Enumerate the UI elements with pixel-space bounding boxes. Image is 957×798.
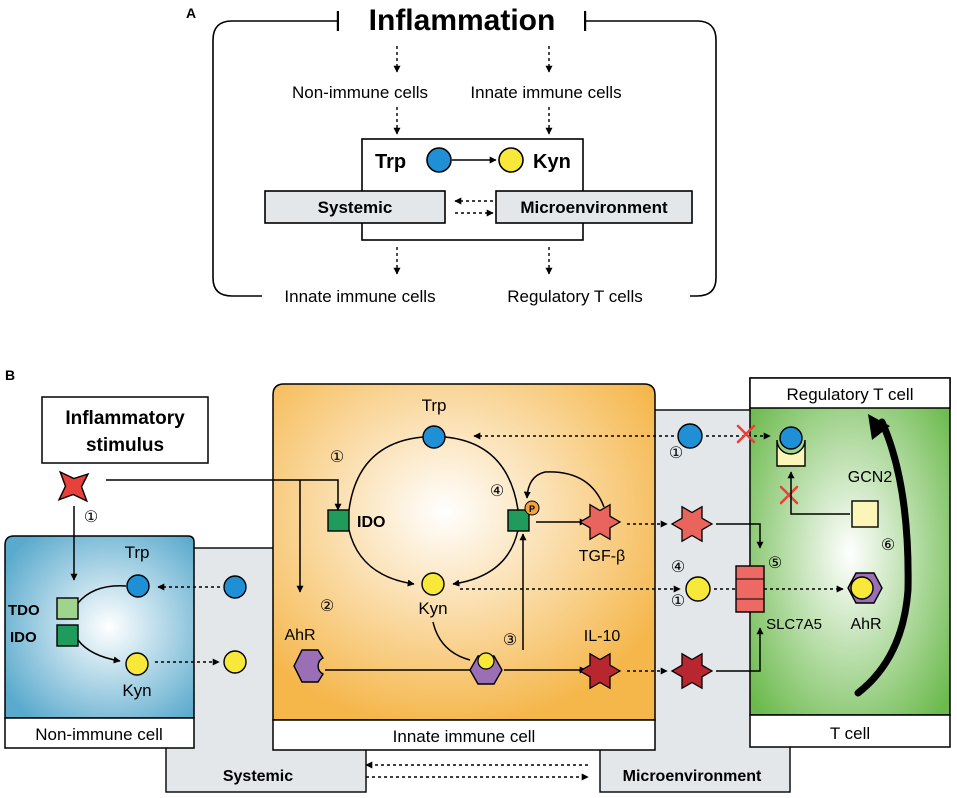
ido-label-innate: IDO bbox=[357, 514, 385, 531]
kyn-molecule-tcell bbox=[850, 576, 874, 600]
innate-immune-cell-label: Innate immune cell bbox=[393, 727, 536, 746]
panel-a-label: A bbox=[186, 5, 196, 21]
ahr-receptor-innate bbox=[293, 649, 324, 683]
microenvironment-label-b: Microenvironment bbox=[623, 768, 762, 785]
inhibit-x-icon-trp bbox=[736, 424, 756, 444]
ido-phosphorylated bbox=[507, 509, 530, 532]
non-immune-conversion-bottom bbox=[77, 639, 121, 664]
microenvironment-label-a: Microenvironment bbox=[520, 198, 668, 217]
tgf-beta-label: TGF-β bbox=[579, 548, 626, 565]
kyn-molecule-non-immune bbox=[125, 652, 149, 676]
kyn-molecule-innate bbox=[421, 572, 445, 596]
microenvironment-box-a bbox=[495, 190, 693, 224]
slc7a5-transporter bbox=[735, 565, 765, 613]
regulatory-t-cell-label: Regulatory T cell bbox=[787, 385, 914, 404]
tdo-label: TDO bbox=[8, 602, 40, 619]
phospho-badge bbox=[524, 500, 540, 516]
kyn-label-innate: Kyn bbox=[418, 599, 447, 618]
trp-label-innate: Trp bbox=[422, 396, 447, 415]
kyn-label-non-immune: Kyn bbox=[122, 681, 151, 700]
feedback-loop-right bbox=[584, 11, 717, 297]
step-5-slc7a5: ⑤ bbox=[768, 555, 782, 572]
label-innate-immune-cells-bottom: Innate immune cells bbox=[284, 287, 435, 306]
tdo-enzyme bbox=[56, 597, 79, 620]
innate-immune-cell: Innate immune cell bbox=[272, 383, 656, 751]
gcn2-sensor bbox=[851, 500, 879, 528]
stimulus-label-line1: Inflammatory bbox=[65, 408, 185, 429]
innate-cycle-left-top bbox=[348, 436, 424, 511]
ahr-label-innate: AhR bbox=[284, 627, 315, 644]
step-3-ahr: ③ bbox=[503, 632, 517, 649]
kyn-molecule-a bbox=[498, 147, 524, 173]
step-4-micro-kyn: ④ bbox=[671, 559, 685, 576]
t-cell-label: T cell bbox=[830, 724, 870, 743]
panel-b-label: B bbox=[5, 367, 15, 383]
ido-label-non-immune: IDO bbox=[10, 629, 37, 646]
phospho-label: P bbox=[529, 504, 535, 514]
label-regulatory-t-cells: Regulatory T cells bbox=[507, 287, 642, 306]
tgf-beta-star bbox=[578, 503, 622, 541]
il10-star bbox=[578, 652, 622, 690]
tcell-trp-receptor bbox=[776, 439, 806, 467]
tgf-beta-star-micro bbox=[670, 505, 714, 543]
stimulus-star bbox=[57, 470, 90, 503]
panel-a: A Inflammation Non-immune cells Innate i… bbox=[186, 4, 717, 306]
stimulus-to-ido-arrow bbox=[106, 479, 342, 511]
inflammation-title: Inflammation bbox=[369, 4, 556, 37]
trp-label-non-immune: Trp bbox=[125, 543, 150, 562]
trp-molecule-innate bbox=[422, 425, 446, 449]
innate-cycle-left-bottom bbox=[348, 529, 415, 587]
tgf-to-slc-arrow bbox=[716, 523, 764, 549]
label-non-immune-cells: Non-immune cells bbox=[292, 83, 428, 102]
treg-differentiation-arrow bbox=[854, 418, 912, 697]
innate-cycle-right-top bbox=[444, 436, 519, 511]
kyn-to-ahr-complex-path bbox=[432, 621, 471, 661]
panel-b: B Systemic Microenvironment Non-immune c… bbox=[4, 367, 951, 793]
tgf-to-ido-feedback bbox=[523, 471, 605, 508]
feedback-loop-left bbox=[212, 11, 339, 297]
trp-molecule-tcell bbox=[779, 426, 803, 450]
step-1-stimulus: ① bbox=[84, 509, 98, 526]
trp-molecule-a bbox=[426, 147, 452, 173]
kyn-molecule-micro bbox=[685, 576, 711, 602]
il10-label: IL-10 bbox=[584, 628, 621, 645]
stimulus-box bbox=[41, 396, 209, 464]
ahr-kyn-complex-kyn bbox=[477, 652, 495, 670]
systemic-label-b: Systemic bbox=[223, 768, 293, 785]
ido-enzyme-non-immune bbox=[56, 624, 79, 647]
step-1-micro-kyn: ① bbox=[671, 593, 685, 610]
gcn2-label: GCN2 bbox=[848, 469, 893, 486]
il10-star-micro bbox=[670, 652, 714, 690]
treg-differentiation-arrowhead bbox=[868, 414, 890, 440]
label-innate-immune-cells-top: Innate immune cells bbox=[470, 83, 621, 102]
non-immune-conversion-top bbox=[77, 585, 127, 604]
step-6-ahr: ⑥ bbox=[881, 537, 895, 554]
step-4-ido-phospho: ④ bbox=[490, 483, 504, 500]
trp-molecule-systemic bbox=[223, 575, 247, 599]
il10-to-slc-arrow bbox=[716, 627, 764, 672]
trp-molecule-non-immune bbox=[126, 574, 150, 598]
systemic-box-a bbox=[264, 190, 446, 224]
kyn-label-a: Kyn bbox=[533, 151, 571, 173]
ahr-label-tcell: AhR bbox=[850, 616, 881, 633]
ido-enzyme-innate bbox=[327, 509, 350, 532]
systemic-label-a: Systemic bbox=[318, 198, 393, 217]
kyn-molecule-systemic bbox=[223, 650, 247, 674]
non-immune-cell-label: Non-immune cell bbox=[35, 725, 163, 744]
innate-cycle-right-bottom bbox=[452, 529, 519, 587]
step-1-micro-trp: ① bbox=[669, 445, 683, 462]
step-1-ido: ① bbox=[330, 449, 344, 466]
slc7a5-label: SLC7A5 bbox=[766, 616, 822, 633]
gcn2-to-receptor-arrow bbox=[787, 471, 850, 515]
inhibit-x-icon-gcn2 bbox=[779, 485, 799, 505]
stimulus-label-line2: stimulus bbox=[86, 435, 164, 456]
trp-label-a: Trp bbox=[375, 151, 406, 173]
trp-molecule-micro bbox=[677, 423, 703, 449]
step-2-ahr: ② bbox=[320, 598, 334, 615]
